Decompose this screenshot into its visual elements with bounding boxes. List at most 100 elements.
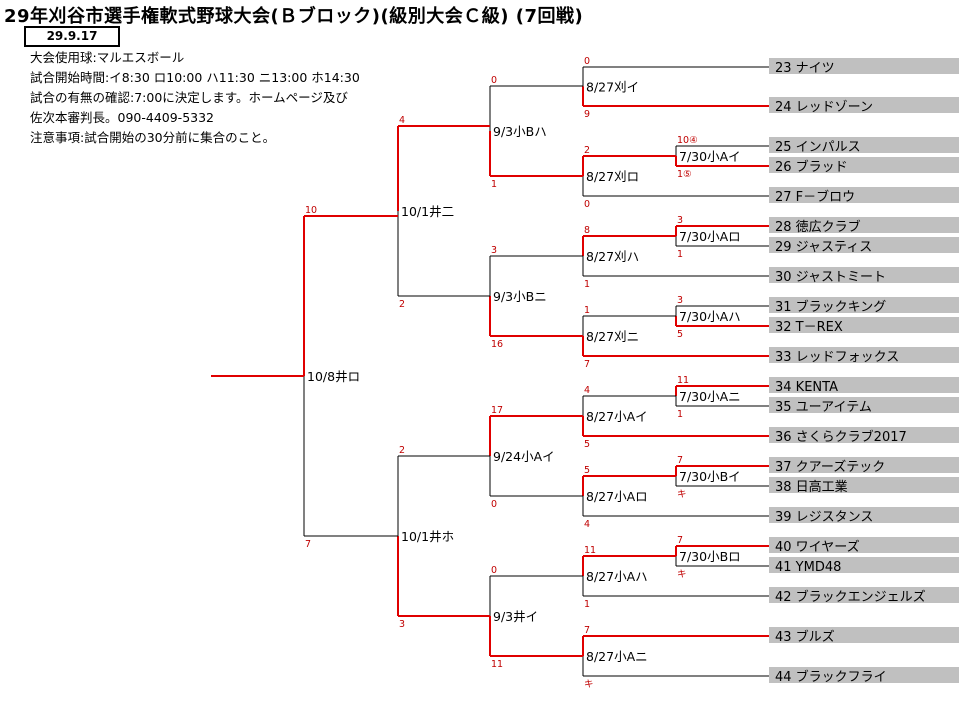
match-label: 8/27刈イ xyxy=(586,80,639,95)
team-box xyxy=(769,58,959,74)
match-label: 8/27小Aイ xyxy=(586,409,648,424)
score-bottom: 1 xyxy=(584,279,590,290)
team-label: 43 ブルズ xyxy=(775,629,835,645)
team-label: 44 ブラックフライ xyxy=(775,669,887,685)
match-label: 7/30小Bロ xyxy=(679,549,741,564)
team-box xyxy=(769,137,959,153)
team-label: 38 日高工業 xyxy=(775,479,848,495)
score-bottom: 0 xyxy=(584,199,590,210)
score-top: 7 xyxy=(584,625,590,636)
info-contact: 佐次本審判長。090-4409-5332 xyxy=(30,110,215,125)
score-top: 3 xyxy=(677,295,683,306)
match-label: 9/3小Bニ xyxy=(493,289,547,304)
team-label: 40 ワイヤーズ xyxy=(775,539,860,555)
score-top: 0 xyxy=(491,75,497,86)
team-label: 26 ブラッド xyxy=(775,159,848,175)
team-box xyxy=(769,557,959,573)
score-top: 0 xyxy=(491,565,497,576)
team-box xyxy=(769,397,959,413)
match-label: 7/30小Aハ xyxy=(679,309,741,324)
match-label: 9/3小Bハ xyxy=(493,124,547,139)
score-top: 3 xyxy=(491,245,497,256)
team-label: 35 ユーアイテム xyxy=(775,400,872,415)
team-label: 27 F－ブロウ xyxy=(775,189,855,205)
date-box: 29.9.17 xyxy=(24,26,120,47)
score-top: 4 xyxy=(399,115,405,126)
score-bottom: 7 xyxy=(305,539,311,550)
match-label: 8/27小Aロ xyxy=(586,489,648,504)
info-ball: 大会使用球:マルエスボール xyxy=(30,50,185,65)
team-box xyxy=(769,587,959,603)
score-top: 0 xyxy=(584,56,590,67)
info-confirmation: 試合の有無の確認:7:00に決定します。ホームページ及び xyxy=(30,90,348,105)
score-bottom: キ xyxy=(677,569,687,580)
score-bottom: キ xyxy=(677,489,687,500)
score-top: 11 xyxy=(677,375,689,386)
score-bottom: 11 xyxy=(491,659,503,670)
match-label: 9/24小Aイ xyxy=(493,449,555,464)
score-top: 11 xyxy=(584,545,596,556)
score-bottom: 4 xyxy=(584,519,590,530)
match-label: 8/27小Aハ xyxy=(586,569,648,584)
team-label: 37 クアーズテック xyxy=(775,459,885,475)
info-start-times: 試合開始時間:イ8:30 ロ10:00 ハ11:30 ニ13:00 ホ14:30 xyxy=(30,70,360,85)
team-box xyxy=(769,157,959,173)
team-label: 25 インパルス xyxy=(775,140,861,155)
score-bottom: 1 xyxy=(677,409,683,420)
score-bottom: 16 xyxy=(491,339,503,350)
team-label: 32 T－REX xyxy=(775,320,843,335)
team-label: 29 ジャスティス xyxy=(775,240,872,255)
score-bottom: キ xyxy=(584,679,594,690)
team-label: 39 レジスタンス xyxy=(775,510,873,525)
match-label: 8/27刈ハ xyxy=(586,249,639,264)
match-label: 10/1井二 xyxy=(401,204,454,219)
score-top: 4 xyxy=(584,385,590,396)
score-bottom: 3 xyxy=(399,619,405,630)
team-label: 36 さくらクラブ2017 xyxy=(775,429,907,445)
score-top: 3 xyxy=(677,215,683,226)
score-bottom: 5 xyxy=(584,439,590,450)
team-label: 23 ナイツ xyxy=(775,61,835,76)
team-box xyxy=(769,347,959,363)
team-box xyxy=(769,317,959,333)
score-top: 2 xyxy=(399,445,405,456)
score-bottom: 1⑤ xyxy=(677,169,692,180)
score-bottom: 1 xyxy=(491,179,497,190)
match-label: 10/1井ホ xyxy=(401,529,454,544)
team-box xyxy=(769,267,959,283)
team-label: 42 ブラックエンジェルズ xyxy=(775,589,926,605)
team-box xyxy=(769,217,959,233)
score-bottom: 2 xyxy=(399,299,405,310)
info-notes: 注意事項:試合開始の30分前に集合のこと。 xyxy=(30,130,276,145)
team-box xyxy=(769,187,959,203)
score-bottom: 1 xyxy=(677,249,683,260)
match-label: 7/30小Bイ xyxy=(679,469,741,484)
score-top: 8 xyxy=(584,225,590,236)
team-label: 28 徳広クラブ xyxy=(775,219,861,235)
team-label: 24 レッドゾーン xyxy=(775,100,873,115)
team-label: 34 KENTA xyxy=(775,380,838,395)
match-label: 10/8井ロ xyxy=(307,369,360,384)
match-label: 7/30小Aロ xyxy=(679,229,741,244)
match-label: 9/3井イ xyxy=(493,609,538,624)
match-label: 8/27刈ロ xyxy=(586,169,639,184)
score-bottom: 5 xyxy=(677,329,683,340)
team-label: 31 ブラックキング xyxy=(775,299,886,315)
team-box xyxy=(769,297,959,313)
page-title: 29年刈谷市選手権軟式野球大会(Ｂブロック)(級別大会Ｃ級) (7回戦) xyxy=(4,6,584,27)
team-box xyxy=(769,667,959,683)
score-top: 10④ xyxy=(677,135,698,146)
team-box xyxy=(769,97,959,113)
team-label: 30 ジャストミート xyxy=(775,270,886,285)
match-label: 8/27刈ニ xyxy=(586,329,639,344)
match-label: 7/30小Aイ xyxy=(679,149,741,164)
score-bottom: 7 xyxy=(584,359,590,370)
team-label: 41 YMD48 xyxy=(775,560,841,575)
score-top: 1 xyxy=(584,305,590,316)
team-box xyxy=(769,477,959,493)
match-label: 8/27小Aニ xyxy=(586,649,648,664)
score-bottom: 9 xyxy=(584,109,590,120)
score-top: 2 xyxy=(584,145,590,156)
score-top: 10 xyxy=(305,205,317,216)
